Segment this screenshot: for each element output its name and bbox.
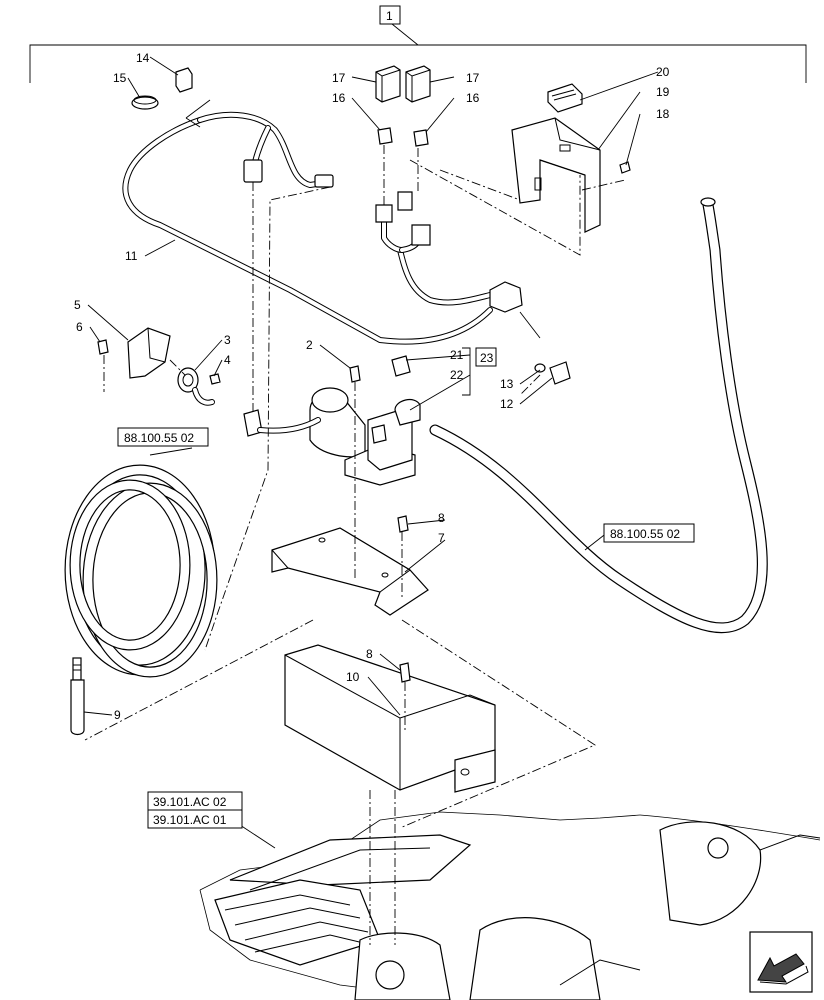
callout-21: 21 [450, 348, 464, 362]
callout-17-left: 17 [332, 71, 346, 85]
group-ref-label: 23 [480, 351, 494, 365]
callout-18: 18 [656, 107, 670, 121]
frame-ref-a[interactable]: 39.101.AC 02 [147, 791, 243, 811]
callout-22: 22 [450, 368, 464, 382]
callout-9: 9 [114, 708, 121, 722]
machine-frame [199, 811, 821, 1000]
hose-ref-a[interactable]: 88.100.55 02 [117, 427, 209, 447]
callout-5: 5 [74, 298, 81, 312]
frame-ref-b-label: 39.101.AC 01 [153, 813, 227, 827]
hose-ref-b[interactable]: 88.100.55 02 [603, 523, 695, 543]
valve-stem [70, 657, 85, 736]
pump-assembly [243, 355, 421, 533]
callout-10: 10 [346, 670, 360, 684]
mounting-plate [271, 527, 429, 616]
callout-15: 15 [113, 71, 127, 85]
callout-13: 13 [500, 377, 514, 391]
callout-16-right: 16 [466, 91, 480, 105]
callout-16-left: 16 [332, 91, 346, 105]
assembly-number: 1 [386, 9, 393, 23]
callout-14: 14 [136, 51, 150, 65]
callout-8-lower: 8 [366, 647, 373, 661]
callout-11: 11 [125, 249, 138, 263]
group-ref-box[interactable]: 23 [475, 347, 497, 367]
arrow-icon[interactable] [749, 931, 813, 993]
callout-leaders [83, 56, 659, 849]
callout-4: 4 [224, 353, 231, 367]
switch-panel [511, 83, 631, 233]
hose-ref-b-label: 88.100.55 02 [610, 527, 680, 541]
frame-ref-b[interactable]: 39.101.AC 01 [147, 809, 243, 829]
relay-pair [375, 65, 431, 147]
horn-bracket [97, 327, 221, 406]
callout-6: 6 [76, 320, 83, 334]
frame-ref-a-label: 39.101.AC 02 [153, 795, 227, 809]
hose-coil [64, 464, 218, 678]
hose-long [429, 197, 768, 634]
cover-plate [284, 644, 496, 793]
wire-harness [122, 111, 541, 345]
callout-20: 20 [656, 65, 670, 79]
assembly-lines [84, 145, 626, 945]
callout-3: 3 [224, 333, 231, 347]
callout-8-upper: 8 [438, 511, 445, 525]
callout-12: 12 [500, 397, 514, 411]
callout-2: 2 [306, 338, 313, 352]
assembly-bracket: 1 [29, 5, 807, 83]
callout-numbers: 14 15 17 17 16 16 20 19 18 11 5 6 3 4 2 … [74, 51, 670, 722]
callout-17-right: 17 [466, 71, 480, 85]
callout-19: 19 [656, 85, 670, 99]
clip-and-grommet [131, 67, 193, 110]
small-bracket [534, 361, 571, 385]
hose-ref-a-label: 88.100.55 02 [124, 431, 194, 445]
callout-7: 7 [438, 531, 445, 545]
